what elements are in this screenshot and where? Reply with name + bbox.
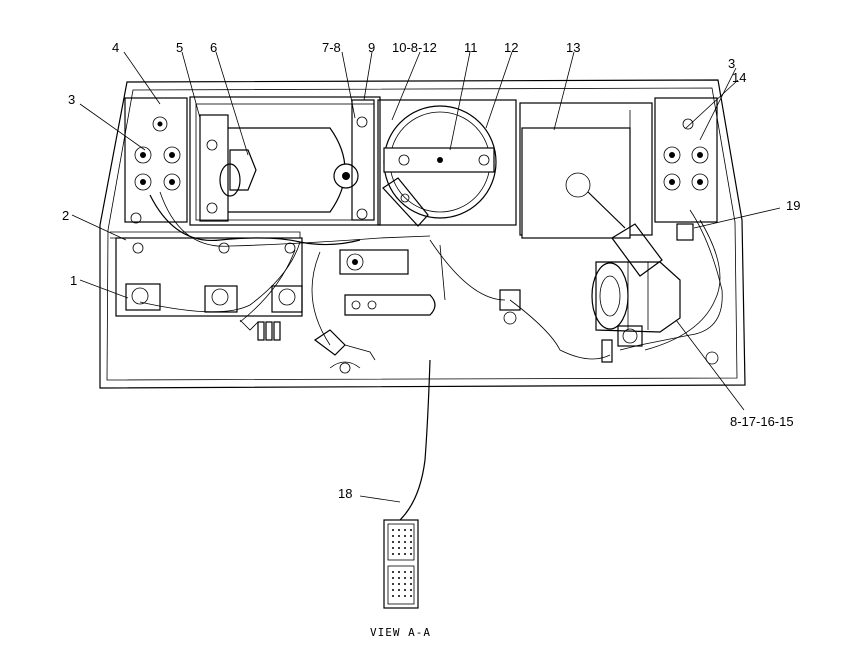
panel-outline [99,79,746,389]
callout-18: 18 [338,486,352,501]
connector-cable [399,359,431,521]
callout-13: 13 [566,40,580,55]
callout-19: 19 [786,198,800,213]
callout-3-right: 3 [728,56,735,71]
callout-10-8-12: 10-8-12 [392,40,437,55]
left-terminal-block [124,97,188,224]
lower-components [115,237,643,363]
callout-labels: 1 2 3 4 5 6 7-8 9 10-8-12 11 12 13 3 14 … [62,40,800,501]
lamp-housing [189,96,381,226]
callout-1: 1 [70,273,77,288]
callout-2: 2 [62,208,69,223]
leader-lines [71,51,781,503]
right-terminal-block [654,97,718,241]
callout-8-17-16-15: 8-17-16-15 [730,414,794,429]
callout-7-8: 7-8 [322,40,341,55]
callout-3-left: 3 [68,92,75,107]
filter-wheel-assembly [377,99,517,227]
detector-box [519,102,653,239]
callout-9: 9 [368,40,375,55]
callout-5: 5 [176,40,183,55]
callout-14: 14 [732,70,746,85]
connector-plug [383,519,419,609]
callout-4: 4 [112,40,119,55]
callout-6: 6 [210,40,217,55]
callout-12: 12 [504,40,518,55]
callout-11: 11 [464,40,478,55]
motor-assembly [591,223,681,333]
view-caption: VIEW A-A [370,626,431,639]
